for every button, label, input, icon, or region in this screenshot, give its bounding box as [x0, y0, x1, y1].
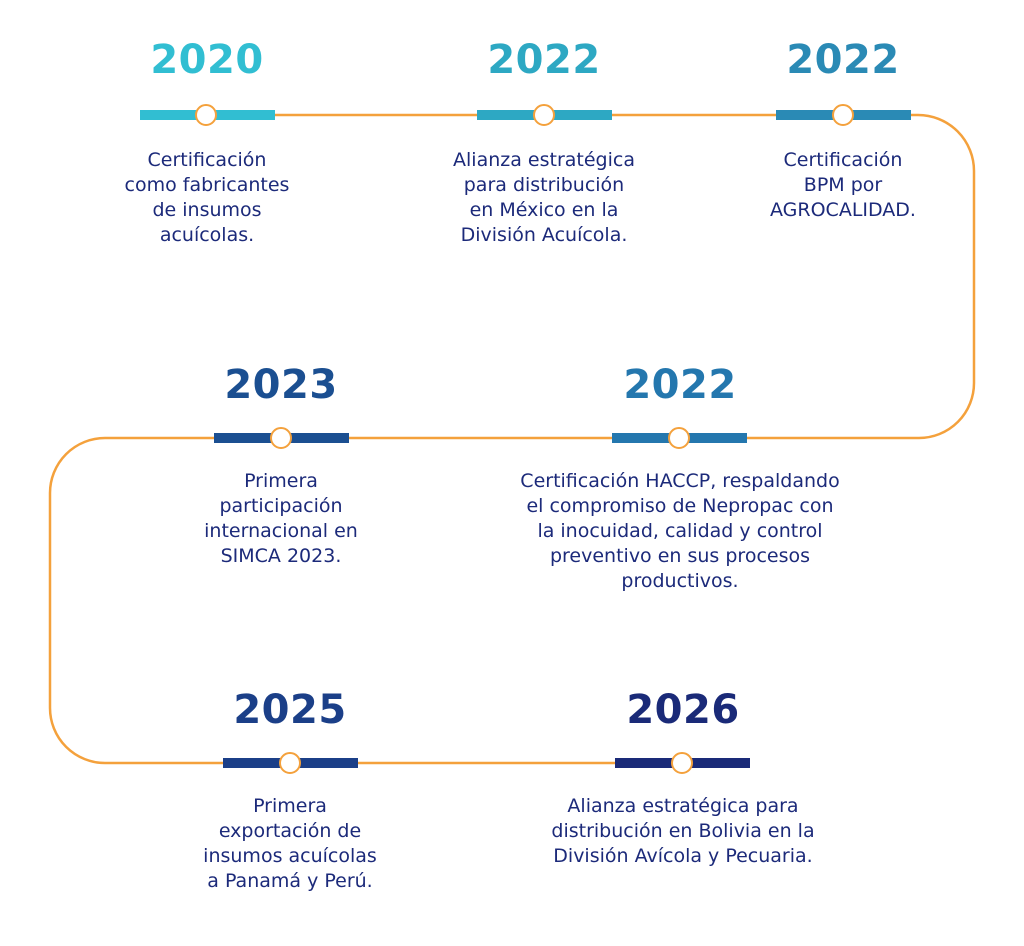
milestone-2022-haccp: 2022 Certificación HACCP, respaldando el… [500, 355, 860, 605]
milestone-2022-bpm: 2022 Certificación BPM por AGROCALIDAD. [713, 30, 973, 260]
milestone-description: Alianza estratégica para distribución en… [551, 795, 815, 867]
milestone-year: 2023 [224, 362, 338, 408]
milestone-description: Certificación como fabricantes de insumo… [124, 149, 290, 246]
milestone-node [270, 427, 292, 449]
milestone-2023: 2023 Primera participación internacional… [151, 355, 411, 585]
milestone-2026: 2026 Alianza estratégica para distribuci… [503, 680, 863, 910]
milestone-year: 2026 [626, 687, 740, 733]
milestone-year: 2022 [487, 37, 601, 83]
milestone-node [832, 104, 854, 126]
milestone-node [279, 752, 301, 774]
milestone-node [671, 752, 693, 774]
milestone-2020: 2020 Certificación como fabricantes de i… [77, 30, 337, 260]
milestone-node [668, 427, 690, 449]
milestone-node [533, 104, 555, 126]
milestone-2022-mexico: 2022 Alianza estratégica para distribuci… [414, 30, 674, 260]
milestone-description: Primera exportación de insumos acuícolas… [203, 795, 377, 892]
milestone-year: 2020 [150, 37, 264, 83]
timeline-connector [48, 113, 976, 765]
milestone-description: Certificación HACCP, respaldando el comp… [520, 470, 840, 592]
milestone-node [195, 104, 217, 126]
milestone-year: 2025 [233, 687, 347, 733]
milestone-description: Primera participación internacional en S… [204, 470, 358, 567]
milestone-2025: 2025 Primera exportación de insumos acuí… [160, 680, 420, 910]
milestone-year: 2022 [786, 37, 900, 83]
milestone-description: Certificación BPM por AGROCALIDAD. [770, 149, 916, 221]
milestone-description: Alianza estratégica para distribución en… [453, 149, 635, 246]
milestone-year: 2022 [623, 362, 737, 408]
